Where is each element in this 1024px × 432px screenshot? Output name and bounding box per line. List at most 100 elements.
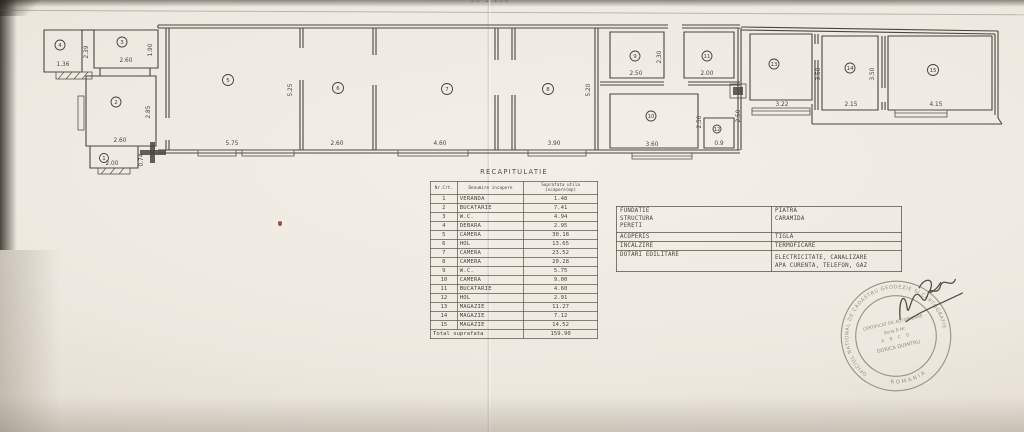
dimension-label: 2.39 (84, 45, 90, 58)
recap-header-row: Nr.Crt. Denumire incapere Suprafata util… (430, 181, 598, 195)
recap-row-number: 6 (430, 239, 458, 249)
recap-room-area: 4.94 (523, 212, 598, 222)
dimension-label: 2.60 (331, 141, 344, 147)
dimension-label: 2.60 (114, 138, 127, 144)
svg-text:12: 12 (714, 127, 721, 133)
dimension-label: 5.75 (226, 141, 239, 147)
photo-left-shadow (0, 0, 17, 250)
recap-room-area: 23.52 (523, 248, 598, 258)
svg-text:9: 9 (633, 54, 637, 60)
ink-speck (278, 221, 282, 226)
svg-text:13: 13 (771, 62, 778, 68)
plan-room-numbers: 1 2 3 4 5 6 7 8 9 10 11 12 13 14 15 (54, 36, 939, 163)
svg-text:14: 14 (847, 66, 854, 72)
dimension-label: 1.90 (148, 43, 154, 56)
recap-room-area: 4.60 (523, 284, 598, 294)
room-number-6: 6 (332, 82, 344, 94)
left-vignette (0, 250, 60, 432)
dimension-label: 3.90 (548, 141, 561, 147)
recap-room-area: 30.18 (523, 230, 598, 240)
dimension-label: 2.50 (697, 115, 703, 128)
room-number-9: 9 (629, 50, 641, 62)
spec-label: PERETI (620, 223, 643, 230)
dimension-label: 2.00 (106, 161, 119, 167)
svg-text:7: 7 (445, 87, 448, 93)
recap-room-area: 7.41 (523, 203, 598, 213)
spec-value: TIGLA (771, 231, 902, 242)
spec-value: PIATRA (775, 208, 798, 214)
dimension-label: 0.9 (714, 141, 724, 147)
dimension-label: 2.85 (146, 105, 152, 118)
dimension-label: 2.30 (657, 50, 663, 63)
recap-room-area: 11.27 (523, 302, 598, 312)
recap-room-name: CAMERA (456, 230, 525, 240)
recap-row-number: 15 (430, 320, 458, 330)
room-number-1: 1 (99, 153, 109, 163)
recap-room-area: 2.95 (523, 221, 598, 231)
recap-header-area: Suprafata utila incapere(mp) (523, 181, 598, 195)
spec-row-roof: ACOPERIS TIGLA (616, 231, 902, 242)
plan-walls (43, 24, 1003, 175)
dimension-label: 4.60 (434, 141, 447, 147)
room-number-12: 12 (712, 124, 722, 134)
recap-room-name: BUCATARIE (456, 284, 525, 294)
recap-row-number: 2 (430, 203, 458, 213)
recap-row-number: 11 (430, 284, 458, 294)
dimension-label: 2.00 (701, 71, 714, 77)
dimension-label: 3.60 (646, 142, 659, 148)
plan-dimension-labels: 1.36 2.39 2.60 1.90 2.60 2.85 2.00 0.74 … (57, 43, 943, 167)
svg-text:8: 8 (546, 87, 550, 93)
dimension-label: 3.22 (776, 102, 789, 108)
spec-label: STRUCTURA (620, 215, 654, 222)
spec-label: DOTARI EDILITARE (616, 249, 772, 273)
dimension-label: 2.60 (120, 58, 133, 64)
certification-stamp: OFICIUL NATIONAL DE CADASTRU GEODEZIE SI… (834, 274, 954, 392)
photo-corner-shadow (0, 0, 46, 16)
recap-room-name: W.C. (456, 266, 525, 276)
recap-room-name: CAMERA (456, 257, 525, 267)
signature (899, 278, 963, 323)
floor-plan: 1.36 2.39 2.60 1.90 2.60 2.85 2.00 0.74 … (43, 24, 1003, 175)
recap-room-area: 20.28 (523, 257, 598, 267)
spec-row-heating: INCALZIRE TERMOFICARE (616, 240, 902, 251)
recap-total-value: 159.90 (523, 329, 598, 339)
recap-room-name: MAGAZIE (456, 302, 525, 312)
room-number-5: 5 (222, 74, 234, 86)
recap-row-number: 14 (430, 311, 458, 321)
recap-row-number: 5 (430, 230, 458, 240)
svg-text:2: 2 (114, 100, 117, 106)
stamp-bottom-text: ROMANIA (888, 368, 929, 388)
recap-room-name: W.C. (456, 212, 525, 222)
stamp-inner-ring (855, 295, 937, 377)
room-number-3: 3 (116, 36, 128, 48)
dimension-label: 2.50 (630, 71, 643, 77)
room-number-4: 4 (54, 39, 66, 51)
recap-row-number: 1 (430, 194, 458, 204)
dimension-label: 3.50 (816, 67, 822, 80)
recap-room-area: 2.91 (523, 293, 598, 303)
recap-room-area: 7.12 (523, 311, 598, 321)
recap-room-name: DEBARA (456, 221, 525, 231)
recap-row-number: 8 (430, 257, 458, 267)
spec-label: ACOPERIS (616, 231, 772, 242)
dimension-label: 4.15 (930, 102, 943, 108)
scale-note: SC 1:100 (470, 0, 510, 4)
svg-text:5: 5 (226, 78, 229, 84)
spec-value: TERMOFICARE (771, 240, 902, 251)
room-number-2: 2 (110, 96, 122, 108)
recap-room-area: 5.75 (523, 266, 598, 276)
svg-text:4: 4 (58, 43, 62, 49)
